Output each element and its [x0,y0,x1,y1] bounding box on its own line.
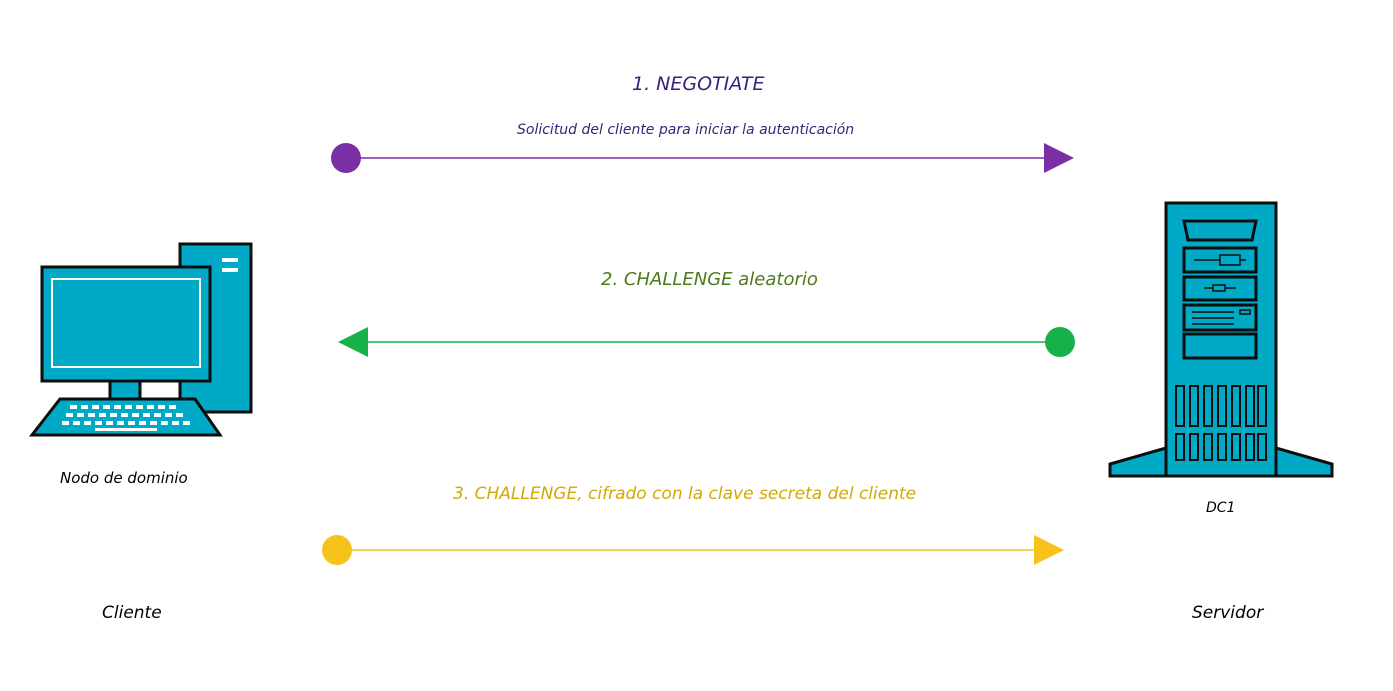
key [84,421,91,425]
drive-led [1239,309,1251,315]
key [161,421,168,425]
key [128,421,135,425]
key [88,413,95,417]
vent-slot [1245,385,1255,427]
vent-slot [1175,433,1185,461]
pc-monitor-neck [108,379,142,401]
key [99,413,106,417]
vent-slot [1217,385,1227,427]
key [114,405,121,409]
vent-slot [1257,385,1267,427]
vent-slot [1257,433,1267,461]
key [106,421,113,425]
vent-slot [1189,385,1199,427]
pc-tower-slot [222,268,238,272]
key [117,421,124,425]
key [81,405,88,409]
server-tower-icon [1108,201,1334,478]
drive-button [1212,284,1226,292]
vent-slot [1203,433,1213,461]
server-node-label: DC1 [1206,500,1236,516]
key [176,413,183,417]
key [92,405,99,409]
key [103,405,110,409]
key [73,421,80,425]
server-drive-bay [1182,332,1258,360]
step-2-arrow [338,327,1075,357]
vent-slot [1203,385,1213,427]
key [66,413,73,417]
server-base-right [1274,446,1334,478]
step-3-arrow [322,535,1064,565]
key [95,421,102,425]
client-role-label: Cliente [102,603,162,623]
key [62,421,69,425]
key [121,413,128,417]
vent-slot [1245,433,1255,461]
vent-slot [1189,433,1199,461]
key [136,405,143,409]
key [70,405,77,409]
key [147,405,154,409]
key [110,413,117,417]
drive-button [1219,254,1241,266]
step-2-title: 2. CHALLENGE aleatorio [601,269,818,290]
step-2-arrowhead [338,327,368,357]
pc-screen [51,278,201,368]
key [169,405,176,409]
server-role-label: Servidor [1192,603,1264,623]
vent-slot [1231,433,1241,461]
vent-slot [1175,385,1185,427]
key [154,413,161,417]
server-base-left [1108,446,1168,478]
key [172,421,179,425]
step-1-subtitle: Solicitud del cliente para iniciar la au… [517,122,855,138]
key [125,405,132,409]
vent-slot [1217,433,1227,461]
step-1-arrow [331,143,1074,173]
key [77,413,84,417]
server-vents [1175,385,1267,461]
step-1-title: 1. NEGOTIATE [632,73,765,95]
key [165,413,172,417]
key [132,413,139,417]
pc-tower-slot [222,258,238,262]
key [158,405,165,409]
step-3-arrowhead [1034,535,1064,565]
spacebar [95,428,157,431]
vent-slot [1231,385,1241,427]
key [139,421,146,425]
server-top-bay [1182,219,1258,242]
key [150,421,157,425]
step-1-arrowhead [1044,143,1074,173]
desktop-computer-icon [28,242,253,437]
step-3-title: 3. CHALLENGE, cifrado con la clave secre… [453,484,917,504]
key [143,413,150,417]
key [183,421,190,425]
pc-keyboard-keys [62,405,190,431]
client-node-label: Nodo de dominio [60,469,188,487]
